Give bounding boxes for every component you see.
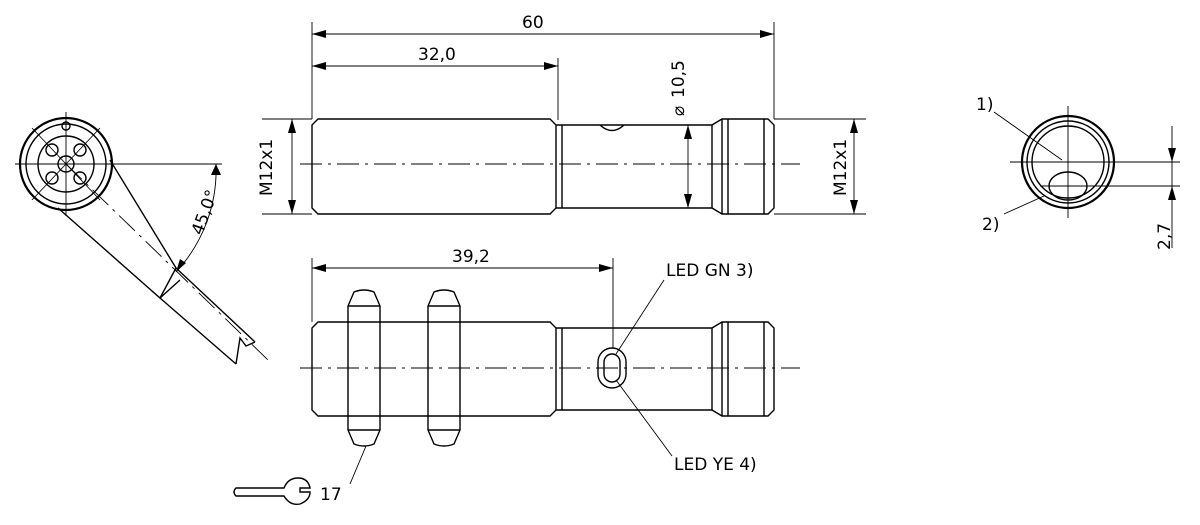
- sensor-bottom-view: 39,2 LED GN 3) LED YE 4) 17: [233, 247, 800, 506]
- angle-arrow-top: [211, 164, 221, 175]
- dim-offset: 2,7: [1155, 223, 1175, 250]
- hex-nut-left: [347, 289, 381, 447]
- led-yellow-label: LED YE 4): [674, 455, 757, 475]
- sensor-top-view: 60 32,0 M12x1 M12x1 ⌀ 10,5: [257, 13, 866, 215]
- note-2-label: 2): [982, 215, 999, 235]
- dim-diameter-symbol: ⌀: [669, 106, 689, 116]
- dim-diameter: 10,5: [669, 60, 689, 98]
- dim-thread-right: M12x1: [831, 139, 851, 196]
- angled-cable: 45,0°: [57, 159, 269, 365]
- wrench-icon: [233, 477, 311, 506]
- hex-nut-right: [427, 289, 461, 447]
- led-window: [597, 347, 627, 389]
- dim-nut-length: 39,2: [452, 247, 490, 267]
- sensor-front-view: 1) 2) 2,7: [976, 95, 1180, 250]
- note-1-label: 1): [976, 95, 993, 115]
- dim-body-length: 32,0: [418, 45, 456, 65]
- led-green-label: LED GN 3): [666, 261, 753, 281]
- angle-label: 45,0°: [188, 187, 223, 237]
- dim-overall-length: 60: [522, 13, 544, 33]
- wrench-size-label: 17: [320, 485, 342, 505]
- angle-arrow-bottom: [176, 259, 186, 272]
- dim-thread-left: M12x1: [257, 139, 277, 196]
